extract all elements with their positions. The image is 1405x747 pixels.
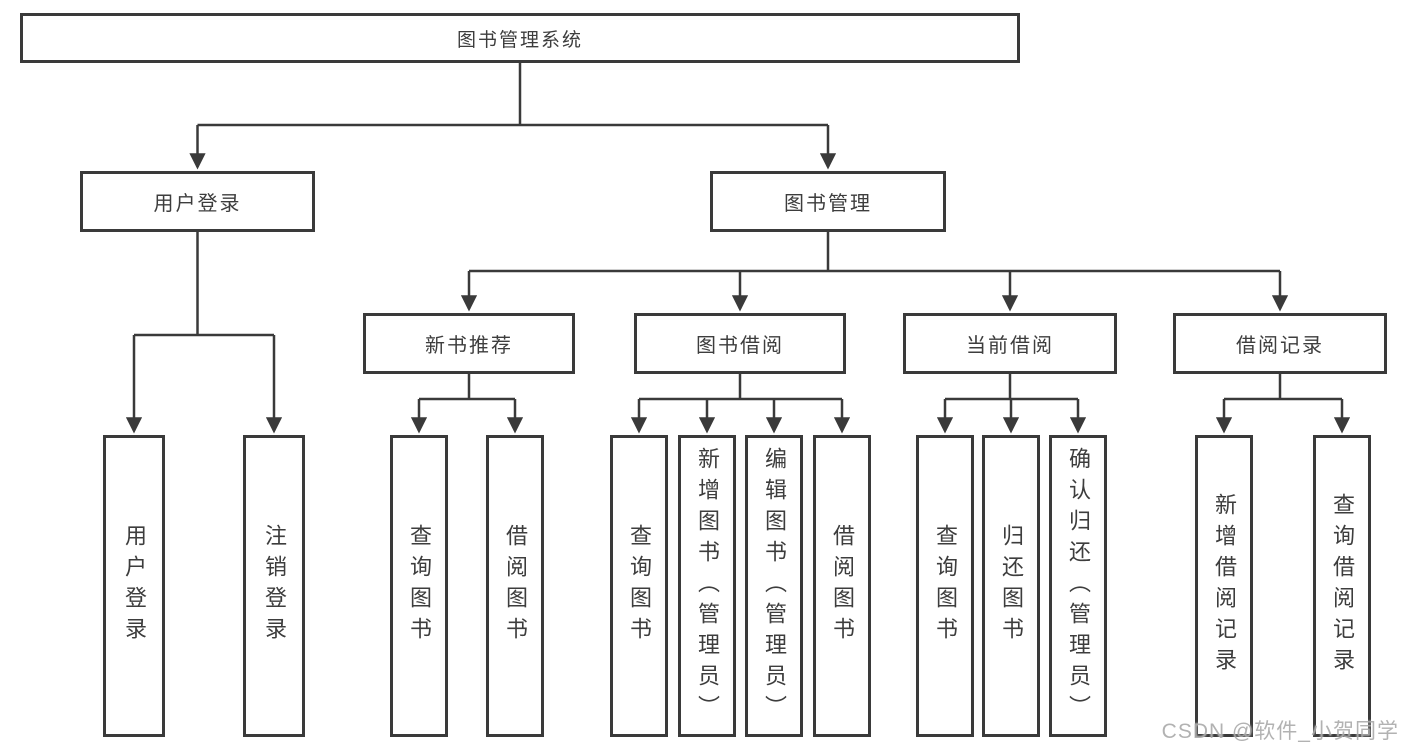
connector-book-borrow-children bbox=[630, 374, 851, 434]
leaf-borrow-books-2: 借阅图书 bbox=[813, 435, 871, 737]
leaf-label: 注销登录 bbox=[262, 524, 287, 648]
connector-new-book-children bbox=[410, 374, 524, 434]
leaf-query-books-2: 查询图书 bbox=[610, 435, 668, 737]
leaf-return-books: 归还图书 bbox=[982, 435, 1040, 737]
leaf-label: 确认归还（管理员） bbox=[1066, 446, 1091, 726]
connector-book-management-groups bbox=[460, 232, 1289, 312]
node-current-borrow: 当前借阅 bbox=[903, 313, 1117, 374]
connector-borrow-record-children bbox=[1215, 374, 1351, 434]
node-book-management: 图书管理 bbox=[710, 171, 946, 232]
leaf-add-borrow-record: 新增借阅记录 bbox=[1195, 435, 1253, 737]
leaf-confirm-return-admin: 确认归还（管理员） bbox=[1049, 435, 1107, 737]
leaf-label: 查询图书 bbox=[933, 524, 958, 648]
leaf-user-login: 用户登录 bbox=[103, 435, 165, 737]
leaf-label: 查询图书 bbox=[407, 524, 432, 648]
node-new-book-recommend: 新书推荐 bbox=[363, 313, 575, 374]
leaf-label: 借阅图书 bbox=[830, 524, 855, 648]
node-book-borrow: 图书借阅 bbox=[634, 313, 846, 374]
leaf-query-books-3: 查询图书 bbox=[916, 435, 974, 737]
leaf-add-books-admin: 新增图书（管理员） bbox=[678, 435, 736, 737]
csdn-watermark: CSDN @软件_小贺同学 bbox=[1161, 720, 1399, 743]
leaf-logout: 注销登录 bbox=[243, 435, 305, 737]
leaf-borrow-books-1: 借阅图书 bbox=[486, 435, 544, 737]
node-user-login: 用户登录 bbox=[80, 171, 315, 232]
leaf-label: 查询借阅记录 bbox=[1330, 493, 1355, 679]
leaf-edit-books-admin: 编辑图书（管理员） bbox=[745, 435, 803, 737]
node-borrow-record: 借阅记录 bbox=[1173, 313, 1387, 374]
connector-current-borrow-children bbox=[936, 374, 1087, 434]
leaf-label: 归还图书 bbox=[999, 524, 1024, 648]
leaf-label: 编辑图书（管理员） bbox=[762, 446, 787, 726]
connector-user-login-children bbox=[125, 232, 283, 434]
connector-root-to-level2 bbox=[189, 63, 837, 170]
leaf-label: 新增图书（管理员） bbox=[695, 446, 720, 726]
leaf-label: 新增借阅记录 bbox=[1212, 493, 1237, 679]
leaf-query-books-1: 查询图书 bbox=[390, 435, 448, 737]
node-library-management-system: 图书管理系统 bbox=[20, 13, 1020, 63]
leaf-label: 用户登录 bbox=[122, 524, 147, 648]
leaf-label: 查询图书 bbox=[627, 524, 652, 648]
leaf-query-borrow-record: 查询借阅记录 bbox=[1313, 435, 1371, 737]
leaf-label: 借阅图书 bbox=[503, 524, 528, 648]
